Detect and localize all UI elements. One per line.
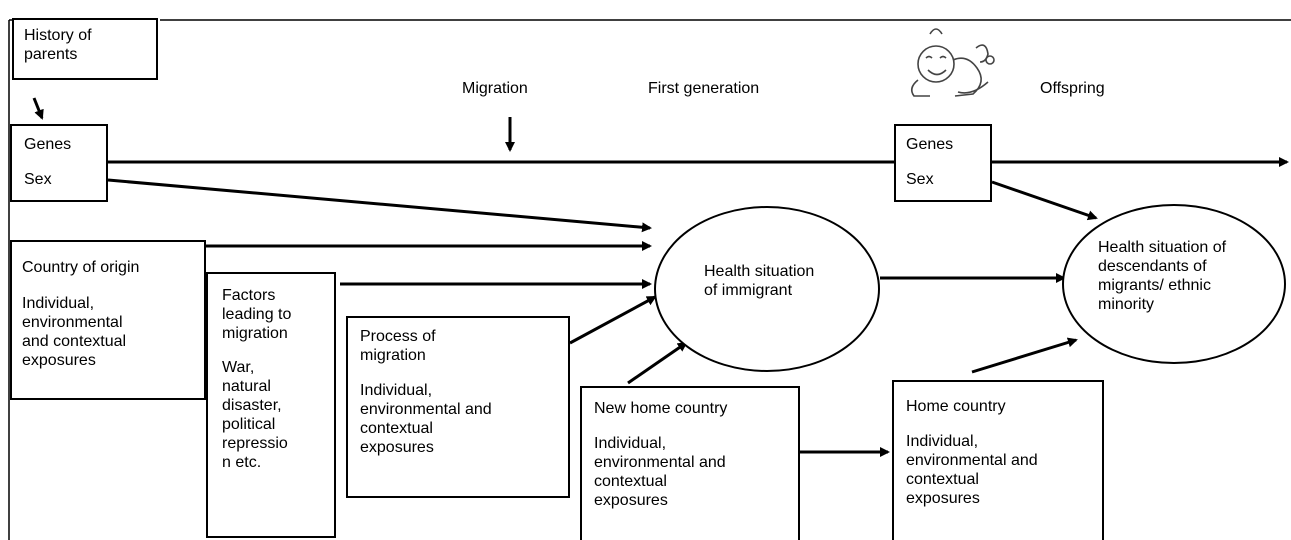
country-of-origin-body-4: exposures	[22, 352, 96, 369]
arrow-home-descendants	[971, 337, 1078, 374]
new-home-title: New home country	[594, 400, 728, 417]
process-body-1: Individual,	[360, 382, 433, 399]
health-descendants-ellipse	[1062, 204, 1286, 364]
history-of-parents-box	[12, 18, 158, 80]
new-home-body-1: Individual,	[594, 435, 667, 452]
baby-icon	[910, 28, 995, 97]
new-home-body-4: exposures	[594, 492, 668, 509]
factors-body-5: repressio	[222, 435, 288, 452]
country-of-origin-body-2: environmental	[22, 314, 123, 331]
country-of-origin-body-1: Individual,	[22, 295, 95, 312]
factors-box	[206, 272, 336, 538]
migration-label: Migration	[462, 80, 528, 97]
health-descendants-line3: migrants/ ethnic	[1098, 277, 1211, 294]
history-of-parents-line1: History of	[24, 27, 92, 44]
factors-body-6: n etc.	[222, 454, 262, 471]
arrow-sex2-descendants	[991, 180, 1098, 221]
factors-body-2: natural	[222, 378, 271, 395]
history-of-parents-line2: parents	[24, 46, 78, 63]
country-of-origin-body-3: and contextual	[22, 333, 127, 350]
home-body-4: exposures	[906, 490, 980, 507]
arrow-history-genes	[32, 97, 44, 120]
factors-title-1: Factors	[222, 287, 276, 304]
process-body-4: exposures	[360, 439, 434, 456]
new-home-body-3: contextual	[594, 473, 667, 490]
home-country-box	[892, 380, 1104, 540]
factors-title-2: leading to	[222, 306, 292, 323]
first-generation-label: First generation	[648, 80, 760, 97]
home-title: Home country	[906, 398, 1006, 415]
health-descendants-line2: descendants of	[1098, 258, 1207, 275]
process-body-3: contextual	[360, 420, 433, 437]
home-body-3: contextual	[906, 471, 979, 488]
factors-title-3: migration	[222, 325, 288, 342]
genes-label-right: Genes	[906, 136, 954, 153]
factors-body-1: War,	[222, 359, 255, 376]
process-body-2: environmental and	[360, 401, 492, 418]
genes-sex-box-left	[10, 124, 108, 202]
health-descendants-line4: minority	[1098, 296, 1155, 313]
offspring-label: Offspring	[1040, 80, 1105, 97]
health-immigrant-ellipse	[654, 206, 880, 372]
factors-body-3: disaster,	[222, 397, 282, 414]
home-body-2: environmental and	[906, 452, 1038, 469]
sex-label-right: Sex	[906, 171, 934, 188]
process-title-1: Process of	[360, 328, 436, 345]
arrow-newhome-immigrant	[627, 341, 688, 385]
genes-sex-box-right	[894, 124, 992, 202]
arrow-sex-immigrant	[107, 178, 652, 233]
new-home-country-box	[580, 386, 800, 540]
country-of-origin-box	[10, 240, 206, 400]
process-title-2: migration	[360, 347, 426, 364]
sex-label-left: Sex	[24, 171, 52, 188]
home-body-1: Individual,	[906, 433, 979, 450]
health-immigrant-line2: of immigrant	[704, 282, 793, 299]
country-of-origin-title: Country of origin	[22, 259, 140, 276]
health-immigrant-line1: Health situation	[704, 263, 815, 280]
arrow-process-immigrant	[569, 295, 657, 345]
process-of-migration-box	[346, 316, 570, 498]
health-descendants-line1: Health situation of	[1098, 239, 1227, 256]
genes-label-left: Genes	[24, 136, 72, 153]
new-home-body-2: environmental and	[594, 454, 726, 471]
factors-body-4: political	[222, 416, 276, 433]
